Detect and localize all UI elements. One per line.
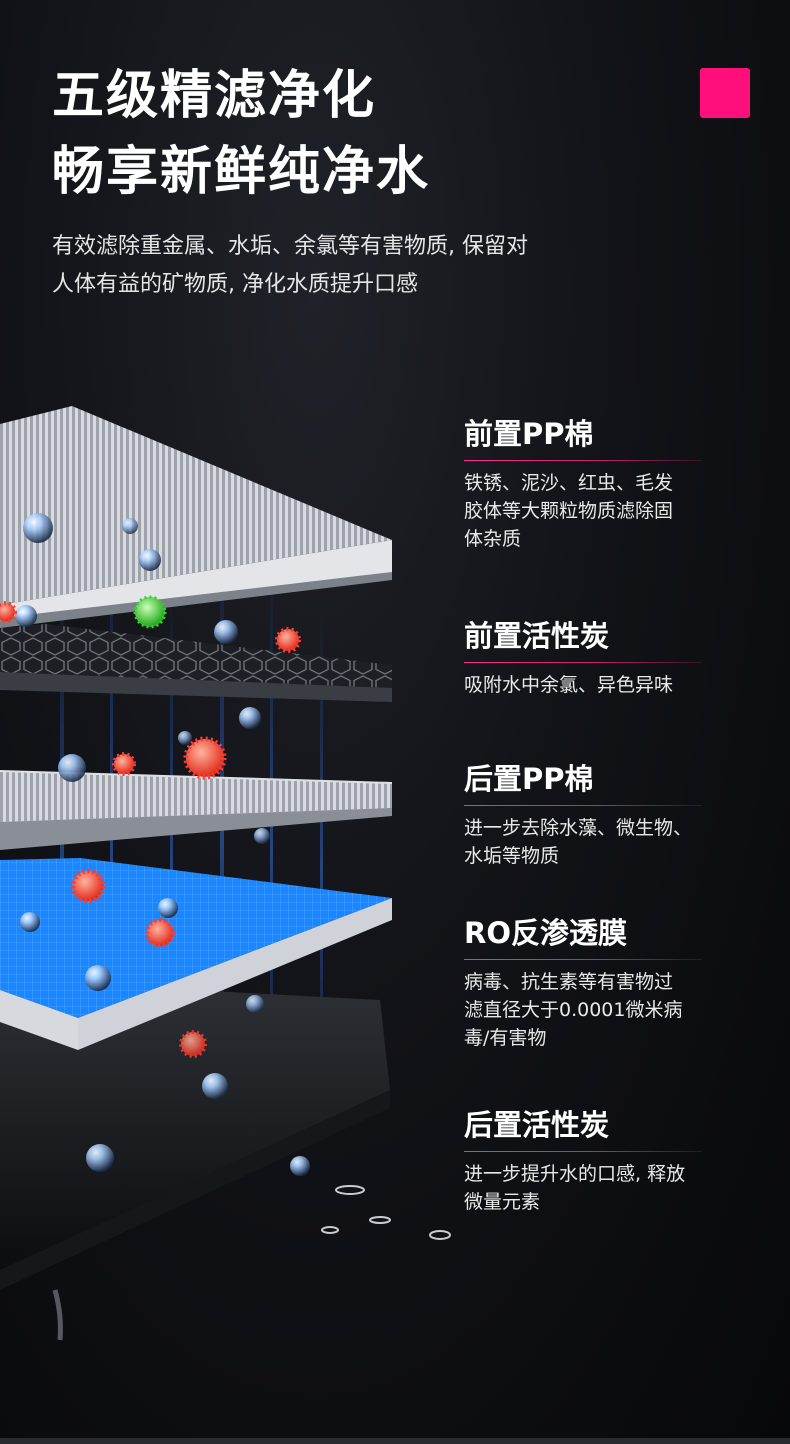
layer-divider (464, 460, 702, 461)
layer-title: 前置PP棉 (464, 417, 594, 451)
layer-desc-line: 胶体等大颗粒物质滤除固 (464, 500, 674, 522)
filter-layer-pre-carbon (0, 624, 392, 702)
layer-divider (464, 662, 702, 663)
layer-title: 后置PP棉 (464, 762, 594, 796)
bacteria-icon (0, 595, 301, 1058)
layer-desc-line: 铁锈、泥沙、红虫、毛发 (464, 472, 674, 494)
layer-desc-line: 微量元素 (464, 1191, 541, 1213)
layer-info-post-pp: 后置PP棉 进一步去除水藻、微生物、 水垢等物质 (464, 759, 764, 870)
filter-layer-pre-pp (0, 406, 392, 628)
intro-line-1: 有效滤除重金属、水垢、余氯等有害物质, 保留对 (52, 234, 528, 259)
layer-description: 进一步去除水藻、微生物、 水垢等物质 (464, 814, 714, 870)
layer-description: 进一步提升水的口感, 释放 微量元素 (464, 1160, 714, 1216)
filter-layer-post-carbon (0, 980, 451, 1341)
intro-text: 有效滤除重金属、水垢、余氯等有害物质, 保留对 人体有益的矿物质, 净化水质提升… (52, 228, 652, 304)
layer-desc-line: 进一步提升水的口感, 释放 (464, 1163, 686, 1185)
layer-desc-line: 吸附水中余氯、异色异味 (464, 674, 674, 696)
layer-info-ro-membrane: RO反渗透膜 病毒、抗生素等有害物过 滤直径大于0.0001微米病 毒/有害物 (464, 913, 764, 1052)
headline-line-2: 畅享新鲜纯净水 (52, 142, 431, 202)
layer-desc-line: 病毒、抗生素等有害物过 (464, 971, 674, 993)
headline: 五级精滤净化 畅享新鲜纯净水 (52, 58, 430, 210)
layer-info-pre-pp: 前置PP棉 铁锈、泥沙、红虫、毛发 胶体等大颗粒物质滤除固 体杂质 (464, 414, 764, 553)
water-droplet-icon (15, 513, 310, 1176)
accent-square (700, 68, 750, 118)
layer-title: 后置活性炭 (464, 1108, 610, 1142)
filter-layers-illustration (0, 406, 451, 1341)
layer-divider (464, 959, 702, 960)
layer-info-pre-carbon: 前置活性炭 吸附水中余氯、异色异味 (464, 616, 764, 699)
intro-line-2: 人体有益的矿物质, 净化水质提升口感 (52, 272, 418, 297)
layer-desc-line: 进一步去除水藻、微生物、 (464, 817, 693, 839)
layer-divider (464, 1151, 702, 1152)
layer-title: 前置活性炭 (464, 619, 610, 653)
bottom-divider (0, 1438, 790, 1444)
layer-title: RO反渗透膜 (464, 916, 627, 950)
layer-info-post-carbon: 后置活性炭 进一步提升水的口感, 释放 微量元素 (464, 1105, 764, 1216)
layer-divider (464, 805, 702, 806)
layer-description: 吸附水中余氯、异色异味 (464, 671, 714, 699)
headline-line-1: 五级精滤净化 (52, 66, 377, 126)
layer-description: 铁锈、泥沙、红虫、毛发 胶体等大颗粒物质滤除固 体杂质 (464, 469, 714, 553)
layer-desc-line: 体杂质 (464, 528, 522, 550)
layer-desc-line: 水垢等物质 (464, 845, 560, 867)
filter-layer-post-pp (0, 770, 392, 850)
layer-desc-line: 滤直径大于0.0001微米病 (464, 999, 683, 1021)
layer-description: 病毒、抗生素等有害物过 滤直径大于0.0001微米病 毒/有害物 (464, 968, 714, 1052)
layer-desc-line: 毒/有害物 (464, 1027, 547, 1049)
